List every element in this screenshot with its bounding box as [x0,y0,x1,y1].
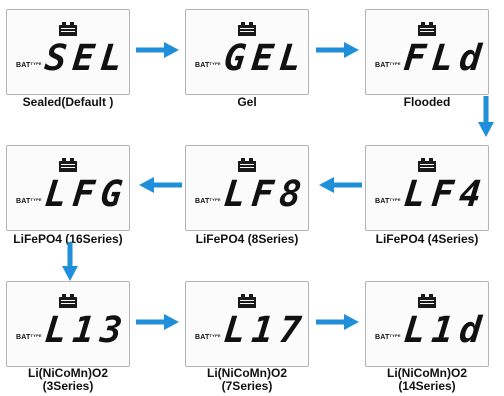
mode-code: L17 [221,310,310,351]
mode-label: Sealed(Default ) [22,95,114,109]
mode-panel-ncm-14: BATTYPE L1d [365,281,489,367]
mode-label-line2: (14Series) [398,379,456,393]
battery-icon [238,294,256,308]
battery-icon [238,22,256,36]
battery-icon [418,22,436,36]
battery-icon [59,158,77,172]
mode-panel-lifepo4-8: BATTYPE LF8 [185,145,309,231]
mode-panel-lifepo4-16: BATTYPE LFG [6,145,130,231]
bat-type-tag: BATTYPE [375,333,401,341]
mode-code: L13 [42,310,131,351]
mode-label-line1: Li(NiCoMn)O2 [28,366,108,380]
arrow-left-icon [319,177,362,193]
bat-type-tag: BATTYPE [16,197,42,205]
mode-code: LF8 [221,174,310,215]
mode-code: L1d [401,310,490,351]
bat-type-tag: BATTYPE [16,61,42,69]
mode-panel-ncm-7: BATTYPE L17 [185,281,309,367]
mode-code: LFG [42,174,131,215]
mode-panel-sealed: BATTYPE SEL [6,9,130,95]
mode-panel-gel: BATTYPE GEL [185,9,309,95]
bat-type-tag: BATTYPE [375,61,401,69]
bat-type-tag: BATTYPE [195,61,221,69]
mode-label: Gel [237,95,257,109]
mode-panel-flooded: BATTYPE FLd [365,9,489,95]
mode-label-line1: Li(NiCoMn)O2 [387,366,467,380]
bat-type-tag: BATTYPE [195,197,221,205]
battery-icon [238,158,256,172]
mode-label: Flooded [403,95,451,109]
arrow-left-icon [139,177,182,193]
arrow-right-icon [316,314,359,330]
battery-icon [418,294,436,308]
battery-icon [418,158,436,172]
mode-label: Li(NiCoMn)O2(3Series) [0,367,138,393]
arrow-down-icon [62,242,78,281]
mode-label: Li(NiCoMn)O2(7Series) [177,367,317,393]
arrow-right-icon [136,314,179,330]
mode-code: LF4 [401,174,490,215]
bat-type-tag: BATTYPE [16,333,42,341]
mode-code: GEL [221,38,310,79]
arrow-down-icon [478,96,494,137]
bat-type-tag: BATTYPE [375,197,401,205]
battery-icon [59,294,77,308]
mode-panel-ncm-3: BATTYPE L13 [6,281,130,367]
mode-label-line2: (7Series) [221,379,273,393]
mode-label-line1: Li(NiCoMn)O2 [207,366,287,380]
mode-code: FLd [401,38,490,79]
battery-icon [59,22,77,36]
mode-label-line2: (3Series) [42,379,94,393]
arrow-right-icon [316,42,359,58]
mode-label: LiFePO4 (16Series) [13,232,123,246]
mode-label: Li(NiCoMn)O2(14Series) [357,367,497,393]
bat-type-tag: BATTYPE [195,333,221,341]
arrow-right-icon [136,42,179,58]
mode-label: LiFePO4 (8Series) [195,232,299,246]
mode-panel-lifepo4-4: BATTYPE LF4 [365,145,489,231]
mode-code: SEL [42,38,131,79]
mode-label: LiFePO4 (4Series) [375,232,479,246]
